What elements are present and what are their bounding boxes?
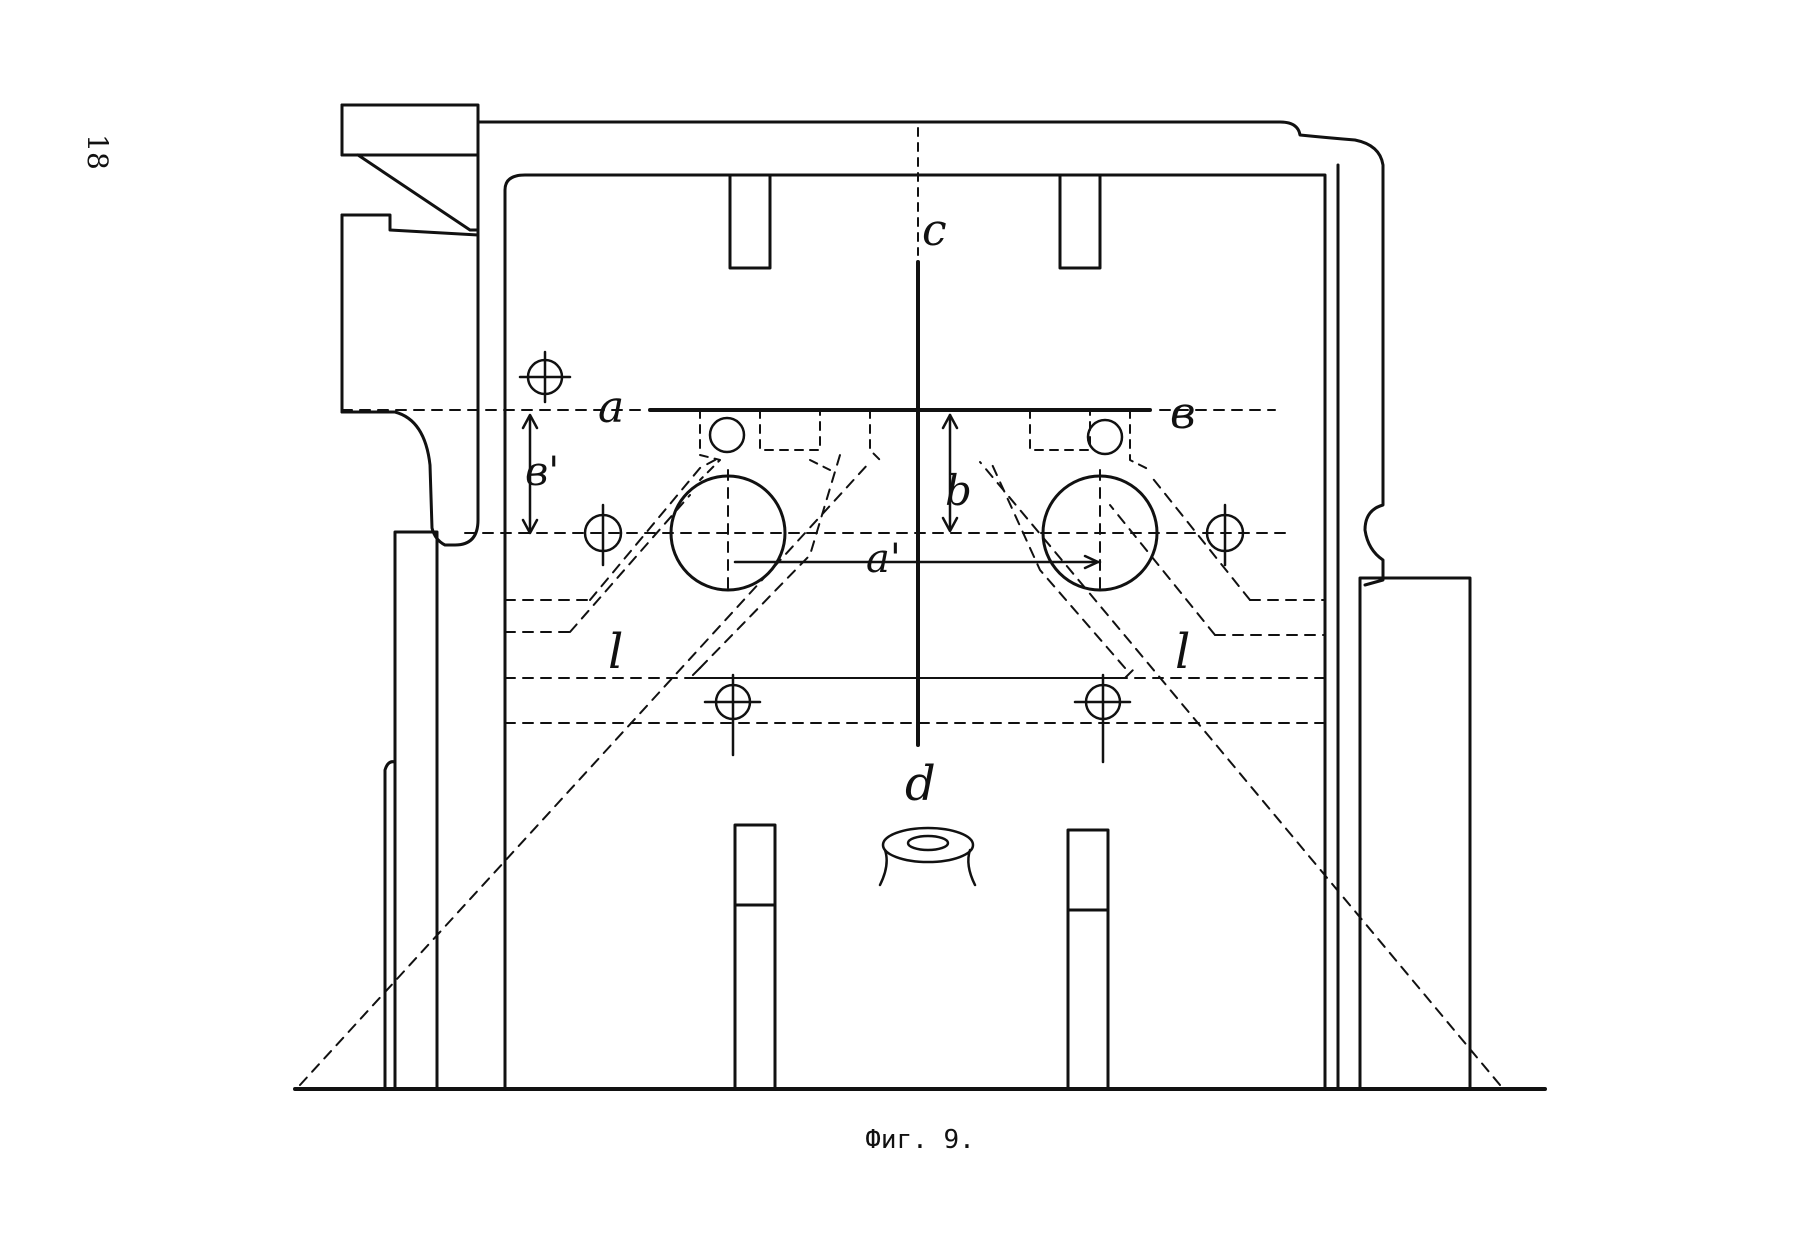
- bracket-lower: [340, 213, 480, 237]
- label-a: a: [598, 382, 624, 433]
- dimension-lines: [521, 413, 1102, 570]
- outer-frame: [476, 120, 1385, 587]
- dashed-brackets: [699, 409, 1151, 481]
- left-column: [393, 530, 439, 1091]
- inner-frame: [503, 173, 1327, 1091]
- label-c: c: [922, 205, 947, 256]
- figure-caption: Фиг. 9.: [865, 1125, 975, 1155]
- label-b-prime: в': [525, 449, 559, 495]
- bracket-top: [340, 103, 480, 157]
- upper-stub-left: [728, 173, 772, 270]
- page-number: 18: [81, 134, 114, 170]
- right-column: [1358, 576, 1472, 1091]
- small-circles: [518, 350, 1245, 764]
- lower-post-right: [1066, 828, 1110, 1091]
- label-b-top: в: [1170, 388, 1196, 439]
- left-column-slab: [383, 760, 397, 1091]
- upper-stub-right: [1058, 173, 1102, 270]
- outer-frame-left: [340, 120, 480, 547]
- oil-cup: [878, 826, 977, 887]
- label-l-left: l: [608, 624, 623, 680]
- label-l-right: l: [1175, 624, 1190, 680]
- bracket-triangle: [356, 153, 480, 232]
- dashed-horizontals: [504, 599, 1326, 724]
- label-a-prime: a': [866, 536, 901, 582]
- label-b-dim: b: [945, 466, 972, 515]
- lower-post-left: [733, 823, 777, 1091]
- label-d: d: [905, 756, 936, 812]
